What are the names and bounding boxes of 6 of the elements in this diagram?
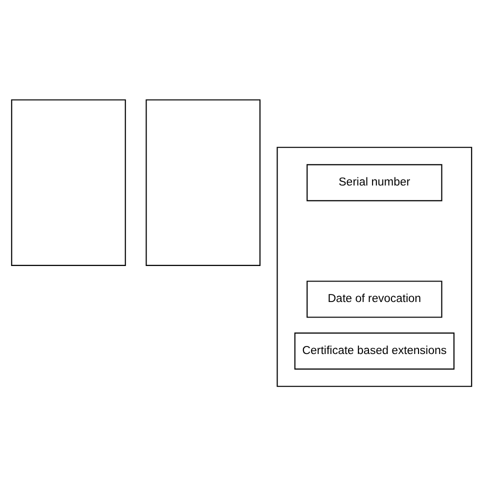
- cluster: [276, 146, 472, 386]
- node-box: Certificate based extensions: [294, 332, 454, 370]
- node-box: Serial number: [306, 164, 442, 201]
- node-box: [11, 98, 126, 266]
- node-box: [146, 98, 261, 266]
- node-box: Date of revocation: [306, 280, 442, 318]
